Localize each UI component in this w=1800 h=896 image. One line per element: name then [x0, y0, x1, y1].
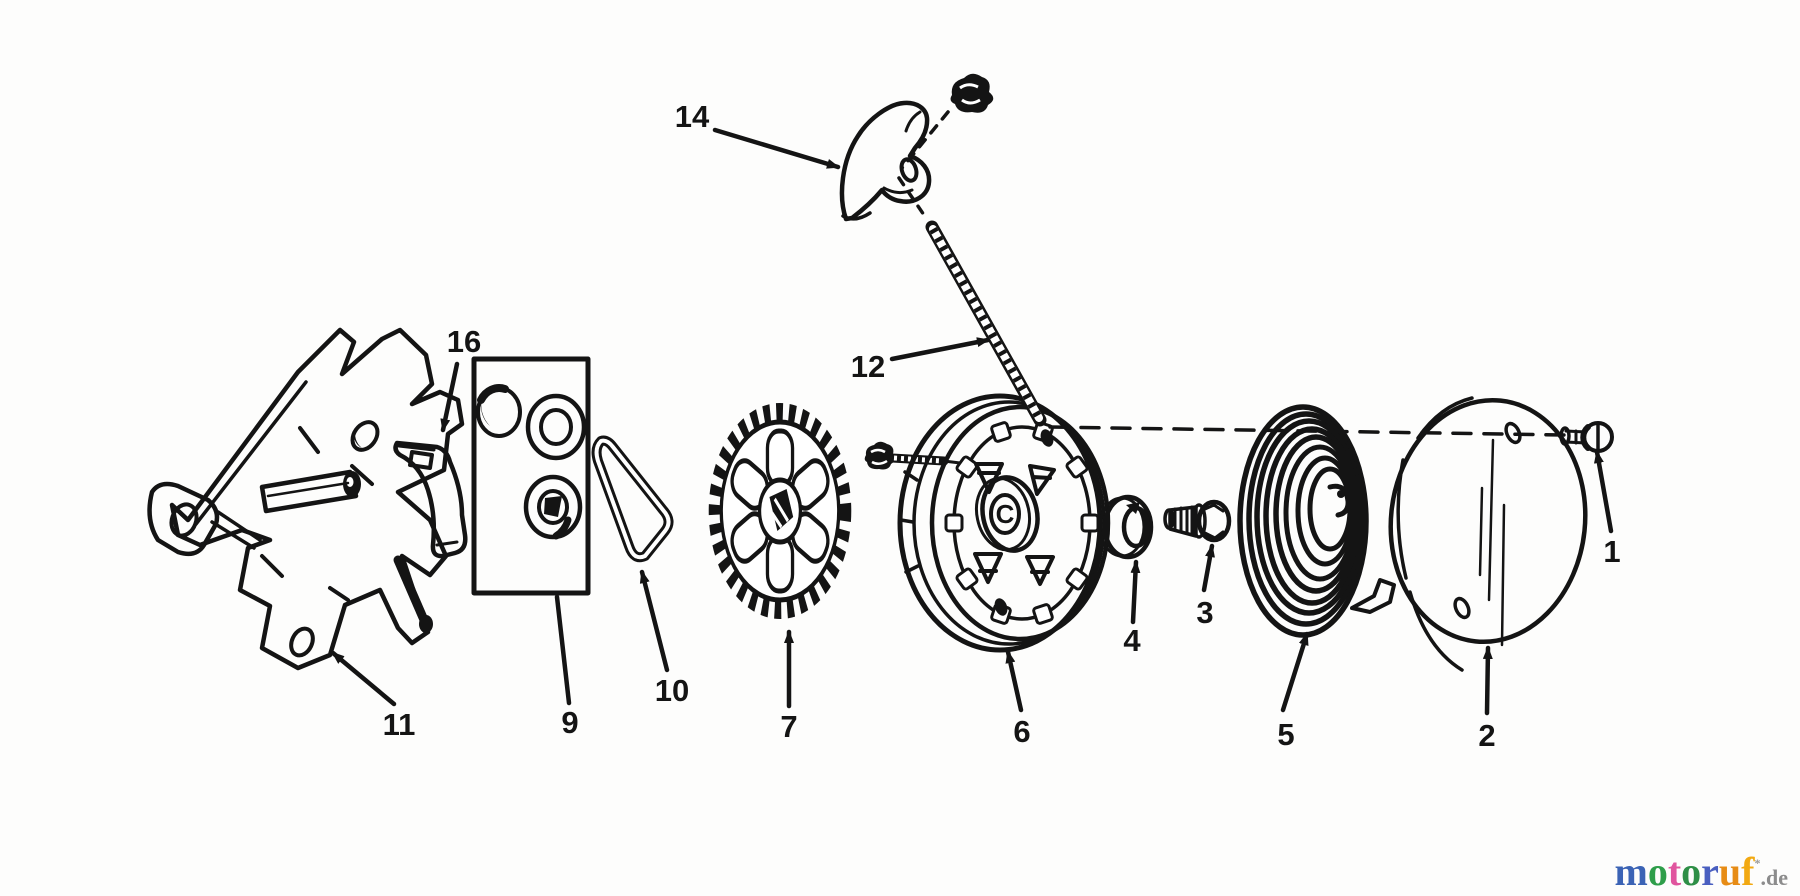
watermark-letter: o: [1647, 849, 1668, 894]
part-12-rope: [925, 220, 1047, 427]
leader-line-5: [1280, 631, 1310, 713]
pulley-notches: [944, 421, 1100, 625]
part-3-bolt: [1163, 499, 1232, 543]
bracket-pin: [259, 469, 361, 514]
pulley-center-mark: C: [996, 499, 1015, 529]
rope-knot-inner: [864, 441, 962, 470]
assembly-centerline: [1048, 425, 1568, 437]
watermark-text: motoruf: [1615, 849, 1755, 894]
leader-line-10: [639, 569, 670, 673]
part-label-12: 12: [851, 349, 885, 384]
part-label-5: 5: [1277, 717, 1294, 752]
watermark-letter: f: [1741, 849, 1755, 894]
watermark-suffix: .de: [1760, 865, 1789, 890]
watermark-logo: motoruf*.de: [1615, 852, 1789, 892]
part-label-16: 16: [447, 324, 481, 359]
leader-line-16: [440, 361, 460, 433]
watermark-letter: u: [1718, 849, 1742, 894]
leader-line-11: [330, 650, 397, 707]
leader-line-3: [1201, 543, 1215, 593]
part-label-4: 4: [1123, 623, 1141, 658]
leader-line-6: [1005, 649, 1024, 713]
leader-line-12: [889, 337, 991, 362]
part-10-wire-form: [591, 435, 674, 563]
leader-line-1: [1593, 449, 1614, 534]
part-16-lever: [393, 440, 468, 559]
part-label-11: 11: [383, 707, 416, 742]
watermark-letter: m: [1614, 849, 1648, 894]
watermark-letter: r: [1701, 849, 1719, 894]
watermark-letter: o: [1681, 849, 1702, 894]
part-label-14: 14: [675, 99, 710, 134]
leader-line-9: [554, 594, 572, 706]
part-label-1: 1: [1603, 534, 1620, 569]
part-label-7: 7: [780, 709, 797, 744]
watermark-trademark-mark: *: [1754, 856, 1761, 870]
part-labels-layer: 14 12 16 11 9 10 7 6 4 3 5 2 1: [330, 99, 1621, 753]
part-4-retainer: [1098, 494, 1154, 560]
rope-knot-top: [950, 73, 994, 113]
part-label-6: 6: [1013, 714, 1030, 749]
part-6-pulley: C: [897, 393, 1111, 653]
part-11-bracket: [147, 327, 465, 671]
part-label-3: 3: [1196, 595, 1213, 630]
spring-outer-hook: [1350, 578, 1396, 614]
part-5-spring: [1237, 404, 1396, 638]
part-9-plate: [471, 356, 591, 596]
leader-line-14: [712, 127, 841, 170]
part-label-2: 2: [1478, 718, 1495, 753]
part-label-9: 9: [561, 705, 578, 740]
watermark-letter: t: [1667, 849, 1682, 894]
part-label-10: 10: [655, 673, 689, 708]
leader-line-4: [1130, 559, 1141, 625]
part-7-gear: [708, 403, 852, 619]
leader-line-2: [1482, 645, 1493, 716]
part-14-handle: [839, 100, 932, 222]
